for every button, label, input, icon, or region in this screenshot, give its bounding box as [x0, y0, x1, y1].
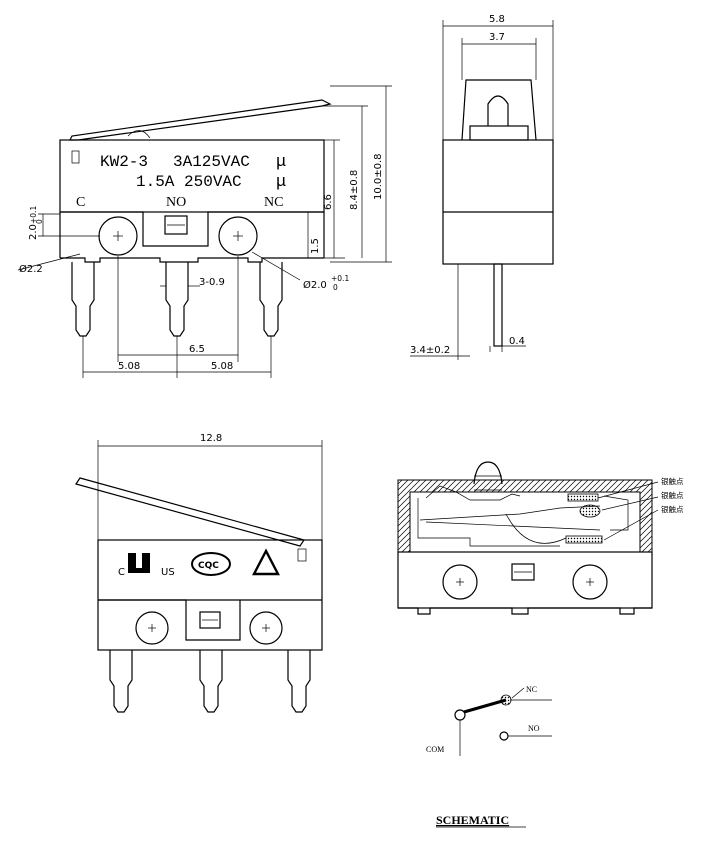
- side-view: 5.8 3.7 3.4±0.2 0.4: [410, 14, 554, 360]
- terminal-nc-label: NC: [264, 195, 283, 210]
- dim-hole-pos: 2.0: [28, 224, 39, 240]
- section-view: 银触点 银触点 银触点: [397, 461, 684, 615]
- mount-hole-2a: [135, 611, 169, 645]
- side-actuator: [461, 79, 537, 141]
- lever: [69, 99, 332, 141]
- mark-us: US: [161, 567, 175, 578]
- dim-width-58: 5.8: [489, 14, 505, 25]
- dim-height-66: 6.6: [323, 194, 334, 210]
- no-contact: [499, 731, 509, 741]
- dim-hole-tol-plus: +0.1: [29, 206, 38, 224]
- com-terminal: [454, 709, 466, 721]
- mark-c: C: [118, 567, 125, 578]
- dim-spacing-508a: 5.08: [118, 361, 140, 372]
- dim-pin-hole-tol-plus: +0.1: [331, 274, 349, 283]
- mu-1: μ: [276, 153, 286, 172]
- schematic-no: NO: [528, 724, 540, 733]
- rating-2: 1.5A 250VAC: [136, 173, 242, 191]
- mount-hole-2b: [249, 611, 283, 645]
- terminal-no-label: NO: [166, 195, 186, 210]
- body-mark: [71, 150, 80, 164]
- side-pin: [493, 263, 503, 347]
- dim-pin-thk: 0.4: [509, 336, 525, 347]
- plunger: [473, 461, 503, 485]
- dim-height-84: 8.4±0.8: [349, 170, 360, 210]
- lever-2: [75, 477, 305, 547]
- cqc-logo-icon: [191, 552, 231, 576]
- schematic-title: SCHEMATIC: [436, 813, 509, 827]
- switch-body: [59, 139, 325, 213]
- dim-spacing-508b: 5.08: [211, 361, 233, 372]
- ul-logo-icon: [128, 553, 150, 573]
- pin-c: [71, 262, 95, 337]
- pin-no: [165, 262, 189, 337]
- dim-spacing-65: 6.5: [189, 344, 205, 355]
- mark-cqc: CQC: [198, 561, 219, 571]
- dim-hole-tol-minus: 0: [35, 219, 44, 224]
- dim-hole-dia: Ø2.2: [19, 263, 43, 275]
- schematic-nc: NC: [526, 685, 537, 694]
- schematic-com: COM: [426, 745, 444, 754]
- actuator-nub: [127, 130, 151, 139]
- front-view: KW2-3 3A125VAC μ 1.5A 250VAC μ C NO NC: [17, 85, 392, 378]
- dim-width-37: 3.7: [489, 32, 505, 43]
- dim-height-15: 1.5: [310, 238, 321, 254]
- dim-pin-hole-dia: Ø2.0: [303, 279, 327, 291]
- side-body: [442, 139, 554, 265]
- rating-1: 3A125VAC: [173, 153, 250, 171]
- mu-2: μ: [276, 173, 286, 192]
- terminal-c-label: C: [76, 195, 85, 210]
- dim-pin-len: 3.4±0.2: [410, 345, 450, 356]
- section-label-3: 银触点: [661, 504, 684, 514]
- button-slot: [164, 215, 188, 235]
- mount-hole-right: [218, 216, 258, 256]
- dim-pin-width: 3-0.9: [199, 277, 225, 288]
- triangle-mark-icon: [252, 548, 280, 576]
- dim-pin-hole-tol-minus: 0: [333, 283, 338, 292]
- model-text: KW2-3: [100, 153, 148, 171]
- schematic: NC NO COM SCHEMATIC: [426, 685, 552, 828]
- section-label-1: 银触点: [661, 476, 684, 486]
- dim-height-100: 10.0±0.8: [373, 153, 384, 200]
- nc-contact: [500, 694, 512, 706]
- pin-nc: [259, 262, 283, 337]
- dim-length-128: 12.8: [200, 433, 222, 444]
- contact-dot: [579, 504, 601, 518]
- section-label-2: 银触点: [661, 490, 684, 500]
- switch-body-2: [97, 539, 323, 651]
- product-view: 12.8 C US CQC: [75, 433, 323, 713]
